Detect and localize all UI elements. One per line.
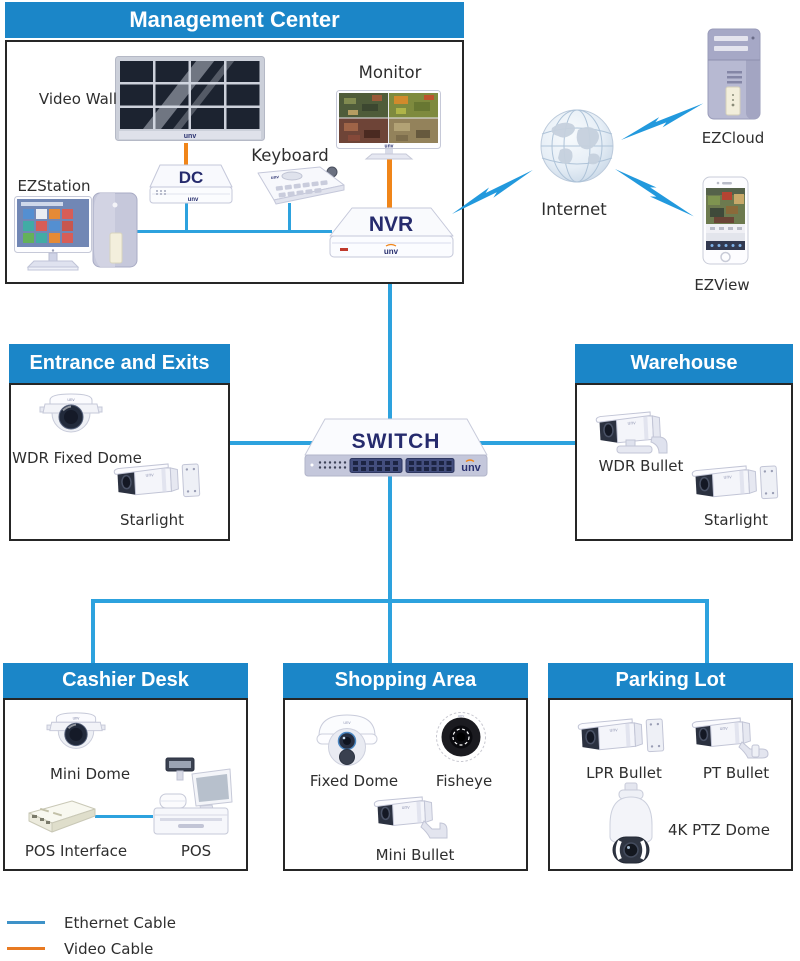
ethernet-line-entrance-switch <box>230 441 390 445</box>
parking-title: Parking Lot <box>615 669 726 691</box>
management-center-title: Management Center <box>129 7 340 32</box>
monitor-illustration: unv <box>336 90 441 160</box>
legend-video-label: Video Cable <box>64 940 154 958</box>
bullet-logo: unv <box>402 805 411 811</box>
video-line-monitor-nvr <box>387 157 392 209</box>
fixed-dome-turret-illustration: unv <box>316 714 378 766</box>
shopping-header: Shopping Area <box>283 663 528 698</box>
bullet-logo: unv <box>720 726 729 732</box>
fisheye-label: Fisheye <box>435 772 493 790</box>
video-wall-illustration: unv <box>115 56 265 141</box>
ethernet-line-mgmt-bus <box>136 230 332 233</box>
legend-ethernet-label: Ethernet Cable <box>64 914 176 932</box>
starlight-label: Starlight <box>119 511 185 529</box>
ethernet-line-drop-parking <box>705 599 709 665</box>
monitor-label: Monitor <box>358 63 422 82</box>
bolt-internet-ezview <box>615 169 694 217</box>
ethernet-line-dc-drop <box>185 202 188 230</box>
ezstation-tower-illustration <box>92 192 138 268</box>
wdr-bullet-label: WDR Bullet <box>598 457 684 475</box>
keyboard-logo: unv <box>271 174 280 180</box>
dc-name: DC <box>179 168 204 187</box>
wdr-bullet-illustration: unv <box>595 411 668 454</box>
turret-logo: unv <box>343 720 351 725</box>
pt-bullet-illustration: unv <box>691 717 769 759</box>
entrance-title: Entrance and Exits <box>29 352 210 374</box>
ezcloud-server-illustration <box>707 28 761 120</box>
pos-interface-illustration <box>28 800 96 833</box>
parking-header: Parking Lot <box>548 663 793 698</box>
pos-illustration <box>153 757 233 835</box>
legend-video-line <box>7 947 45 950</box>
bolt-internet-ezcloud <box>621 103 704 140</box>
starlight-bullet-illustration: unv <box>113 463 201 498</box>
wdr-fixed-dome-illustration: unv <box>39 393 103 433</box>
keyboard-label: Keyboard <box>251 146 329 165</box>
cashier-title: Cashier Desk <box>62 669 189 691</box>
internet-globe <box>540 109 614 183</box>
switch-logo: unv <box>461 462 481 474</box>
nvr-name: NVR <box>369 213 413 236</box>
switch-illustration: SWITCH unv <box>304 418 488 477</box>
ethernet-line-drop-cashier <box>91 599 95 665</box>
ethernet-line-pos <box>95 815 153 818</box>
bullet-logo: unv <box>609 727 618 733</box>
warehouse-box <box>575 383 793 541</box>
nvr-logo: unv <box>384 247 399 256</box>
dc-logo: unv <box>188 197 199 203</box>
ethernet-line-bottom-bus <box>91 599 709 603</box>
switch-name: SWITCH <box>352 430 441 453</box>
bullet-logo: unv <box>145 472 154 478</box>
keyboard-illustration: unv <box>257 166 345 205</box>
ezstation-monitor-illustration <box>14 196 92 271</box>
warehouse-title: Warehouse <box>630 352 738 374</box>
bolt-nvr-internet <box>452 169 533 214</box>
ethernet-line-switch-warehouse <box>390 441 575 445</box>
lightning-bolts <box>452 103 704 217</box>
dome-logo: unv <box>67 397 75 402</box>
mini-dome-label: Mini Dome <box>49 765 131 783</box>
shopping-title: Shopping Area <box>334 669 477 691</box>
dc-device-illustration: DC unv <box>149 164 233 204</box>
ptz-dome-illustration <box>609 782 653 864</box>
video-wall-logo: unv <box>184 133 197 140</box>
fixed-dome-label: Fixed Dome <box>309 772 399 790</box>
video-line-wall-dc <box>184 143 188 167</box>
pt-bullet-label: PT Bullet <box>702 764 770 782</box>
fisheye-logo: unv <box>458 713 464 718</box>
legend-ethernet-line <box>7 921 45 924</box>
mini-dome-illustration: unv <box>46 712 106 749</box>
dome-logo: unv <box>73 715 81 720</box>
cashier-header: Cashier Desk <box>3 663 248 698</box>
video-wall-label: Video Wall <box>38 90 118 108</box>
management-center-header: Management Center <box>5 2 464 38</box>
lpr-bullet-label: LPR Bullet <box>586 764 662 782</box>
ptz-dome-label: 4K PTZ Dome <box>668 821 770 839</box>
ethernet-line-keyboard-drop <box>288 203 291 230</box>
ezcloud-label: EZCloud <box>701 129 765 147</box>
warehouse-header: Warehouse <box>575 344 793 383</box>
mini-bullet-illustration: unv <box>373 796 448 839</box>
bullet-logo: unv <box>723 474 732 480</box>
ezview-phone-illustration <box>702 176 749 265</box>
entrance-header: Entrance and Exits <box>9 344 230 383</box>
wdr-fixed-dome-label: WDR Fixed Dome <box>12 449 142 467</box>
starlight2-bullet-illustration: unv <box>691 465 779 500</box>
monitor-logo: unv <box>385 144 394 150</box>
lpr-bullet-illustration: unv <box>577 718 665 753</box>
mini-bullet-label: Mini Bullet <box>375 846 455 864</box>
nvr-illustration: NVR unv <box>329 207 454 258</box>
internet-label: Internet <box>541 200 607 219</box>
pos-interface-label: POS Interface <box>24 842 128 860</box>
bullet-logo: unv <box>627 420 636 426</box>
starlight2-label: Starlight <box>703 511 769 529</box>
fisheye-illustration: unv <box>436 712 486 762</box>
pos-label: POS <box>180 842 212 860</box>
ezview-label: EZView <box>694 276 750 294</box>
ezstation-label: EZStation <box>17 177 91 195</box>
